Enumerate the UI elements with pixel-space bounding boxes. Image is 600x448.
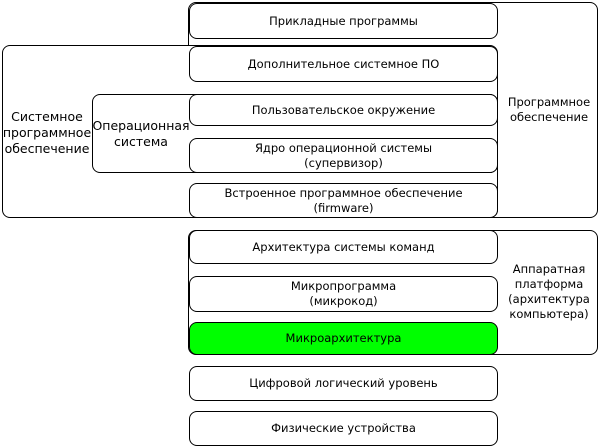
firmware-label-line1: Встроенное программное обеспечение — [224, 185, 463, 200]
operating-system-caption: Операционная система — [92, 115, 190, 153]
operating-system-line1: Операционная — [92, 117, 190, 133]
software-line2: обеспечение — [509, 110, 589, 124]
os-kernel-box: Ядро операционной системы (супервизор) — [189, 138, 498, 173]
additional-system-sw-label: Дополнительное системное ПО — [247, 56, 440, 71]
hardware-line3: (архитектура — [508, 292, 590, 306]
software-line1: Программное — [507, 95, 591, 110]
applied-programs-label: Прикладные программы — [269, 13, 418, 28]
hardware-line1: Аппаратная — [512, 262, 586, 277]
system-software-caption: Системное программное обеспечение — [2, 104, 92, 162]
microarchitecture-box: Микроархитектура — [189, 322, 498, 355]
microprogram-label-line1: Микропрограмма — [290, 279, 397, 294]
microarchitecture-label: Микроархитектура — [285, 331, 402, 346]
applied-programs-box: Прикладные программы — [189, 3, 498, 39]
digital-logic-box: Цифровой логический уровень — [189, 366, 498, 401]
system-software-line3: обеспечение — [4, 141, 90, 157]
physical-devices-label: Физические устройства — [271, 421, 416, 436]
software-caption: Программное обеспечение — [500, 92, 598, 128]
os-kernel-label-line2: (супервизор) — [304, 155, 383, 170]
hardware-line4: компьютера) — [509, 306, 589, 321]
hardware-line2: платформа — [514, 277, 584, 292]
isa-box: Архитектура системы команд — [189, 230, 498, 264]
microprogram-label-line2: (микрокод) — [309, 294, 378, 308]
digital-logic-label: Цифровой логический уровень — [249, 376, 438, 391]
physical-devices-box: Физические устройства — [189, 411, 498, 446]
hardware-platform-caption: Аппаратная платформа (архитектура компью… — [500, 262, 598, 322]
os-kernel-label-line1: Ядро операционной системы — [254, 140, 433, 155]
system-software-line1: Системное — [11, 108, 83, 124]
microprogram-box: Микропрограмма (микрокод) — [189, 276, 498, 312]
operating-system-line2: система — [114, 134, 168, 149]
isa-label: Архитектура системы команд — [252, 239, 435, 254]
user-environment-label: Пользовательское окружение — [251, 102, 436, 117]
firmware-label-line2: (firmware) — [313, 200, 374, 215]
user-environment-box: Пользовательское окружение — [189, 94, 498, 126]
system-software-line2: программное — [2, 124, 92, 140]
firmware-box: Встроенное программное обеспечение (firm… — [189, 183, 498, 218]
additional-system-sw-box: Дополнительное системное ПО — [189, 46, 498, 82]
